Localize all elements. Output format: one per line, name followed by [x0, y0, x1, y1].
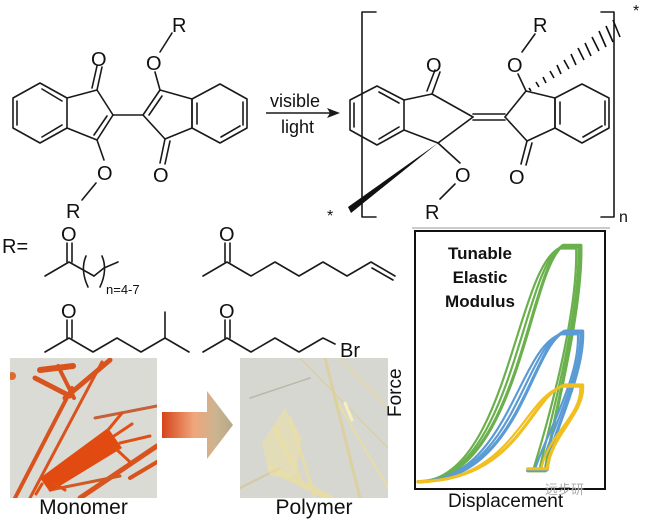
monomer-photo: [10, 358, 157, 498]
polymer-fibers-image: [240, 358, 388, 498]
bracket-left: [361, 11, 377, 218]
r4-carbonyl-o: O: [219, 301, 235, 323]
polymer-ether-o-left: O: [455, 165, 471, 187]
reaction-arrow: visible light: [266, 91, 340, 137]
curve-low-modulus-cycle-2: [416, 385, 582, 483]
monomer-carbonyl-o-left: O: [91, 49, 107, 71]
curve-medium-modulus-cycle-2: [416, 331, 582, 483]
monomer-crystals-image: [10, 358, 157, 498]
r-groups: R= O n=4-7 O O: [2, 224, 396, 360]
force-displacement-plot: Tunable Elastic Modulus: [414, 230, 606, 490]
polymer-structure: n * *: [327, 3, 639, 226]
r-group-2: O: [202, 224, 396, 281]
monomer-r-left: R: [66, 201, 80, 223]
r3-carbonyl-o: O: [61, 301, 77, 323]
arrow-label-top: visible: [270, 91, 320, 111]
monomer-ether-o-left: O: [97, 163, 113, 185]
curve-high-modulus-cycle-2: [416, 245, 580, 483]
monomer-r-right: R: [172, 15, 186, 37]
watermark: 远步研: [545, 482, 585, 497]
hashed-bond: [528, 19, 621, 92]
polymer-r-right: R: [533, 15, 547, 37]
polymer-photo: [240, 358, 388, 498]
plot-title: Tunable Elastic Modulus: [445, 244, 515, 311]
y-axis-label: Force: [385, 368, 406, 417]
monomer-carbonyl-o-right: O: [153, 165, 169, 187]
end-group-right: *: [633, 3, 639, 20]
r1-repeat-label: n=4-7: [106, 282, 140, 297]
r-group-4: O Br: [202, 301, 360, 360]
r1-carbonyl-o: O: [61, 224, 77, 246]
curve-medium-modulus-cycle-1: [416, 329, 585, 484]
r-group-3: O: [44, 301, 190, 353]
monomer-ether-o-right: O: [146, 53, 162, 75]
wedge-bond: [348, 143, 438, 213]
r4-terminal-br: Br: [340, 340, 360, 360]
plot-area: [416, 243, 585, 484]
monomer-caption: Monomer: [39, 496, 128, 519]
polymer-carbonyl-o-left: O: [426, 55, 442, 77]
bracket-right: [600, 11, 615, 218]
r-groups-label: R=: [2, 236, 28, 258]
reaction-scheme: O O R O R O visible light n * *: [2, 3, 639, 360]
repeat-subscript: n: [619, 209, 628, 226]
arrow-label-bottom: light: [281, 117, 314, 137]
r-group-1: O n=4-7: [44, 224, 140, 297]
polymer-ether-o-right: O: [507, 55, 523, 77]
monomer-structure: O O R O R O: [12, 15, 248, 223]
polymer-carbonyl-o-right: O: [509, 167, 525, 189]
r2-carbonyl-o: O: [219, 224, 235, 246]
end-group-left: *: [327, 208, 333, 225]
arrowhead-icon: [327, 108, 340, 118]
curve-high-modulus-cycle-3: [416, 247, 578, 483]
polymer-caption: Polymer: [275, 496, 353, 519]
polymer-r-left: R: [425, 202, 439, 224]
x-axis-label: Displacement: [448, 491, 564, 512]
curve-medium-modulus-cycle-3: [416, 333, 580, 483]
curve-high-modulus-cycle-1: [416, 243, 583, 484]
